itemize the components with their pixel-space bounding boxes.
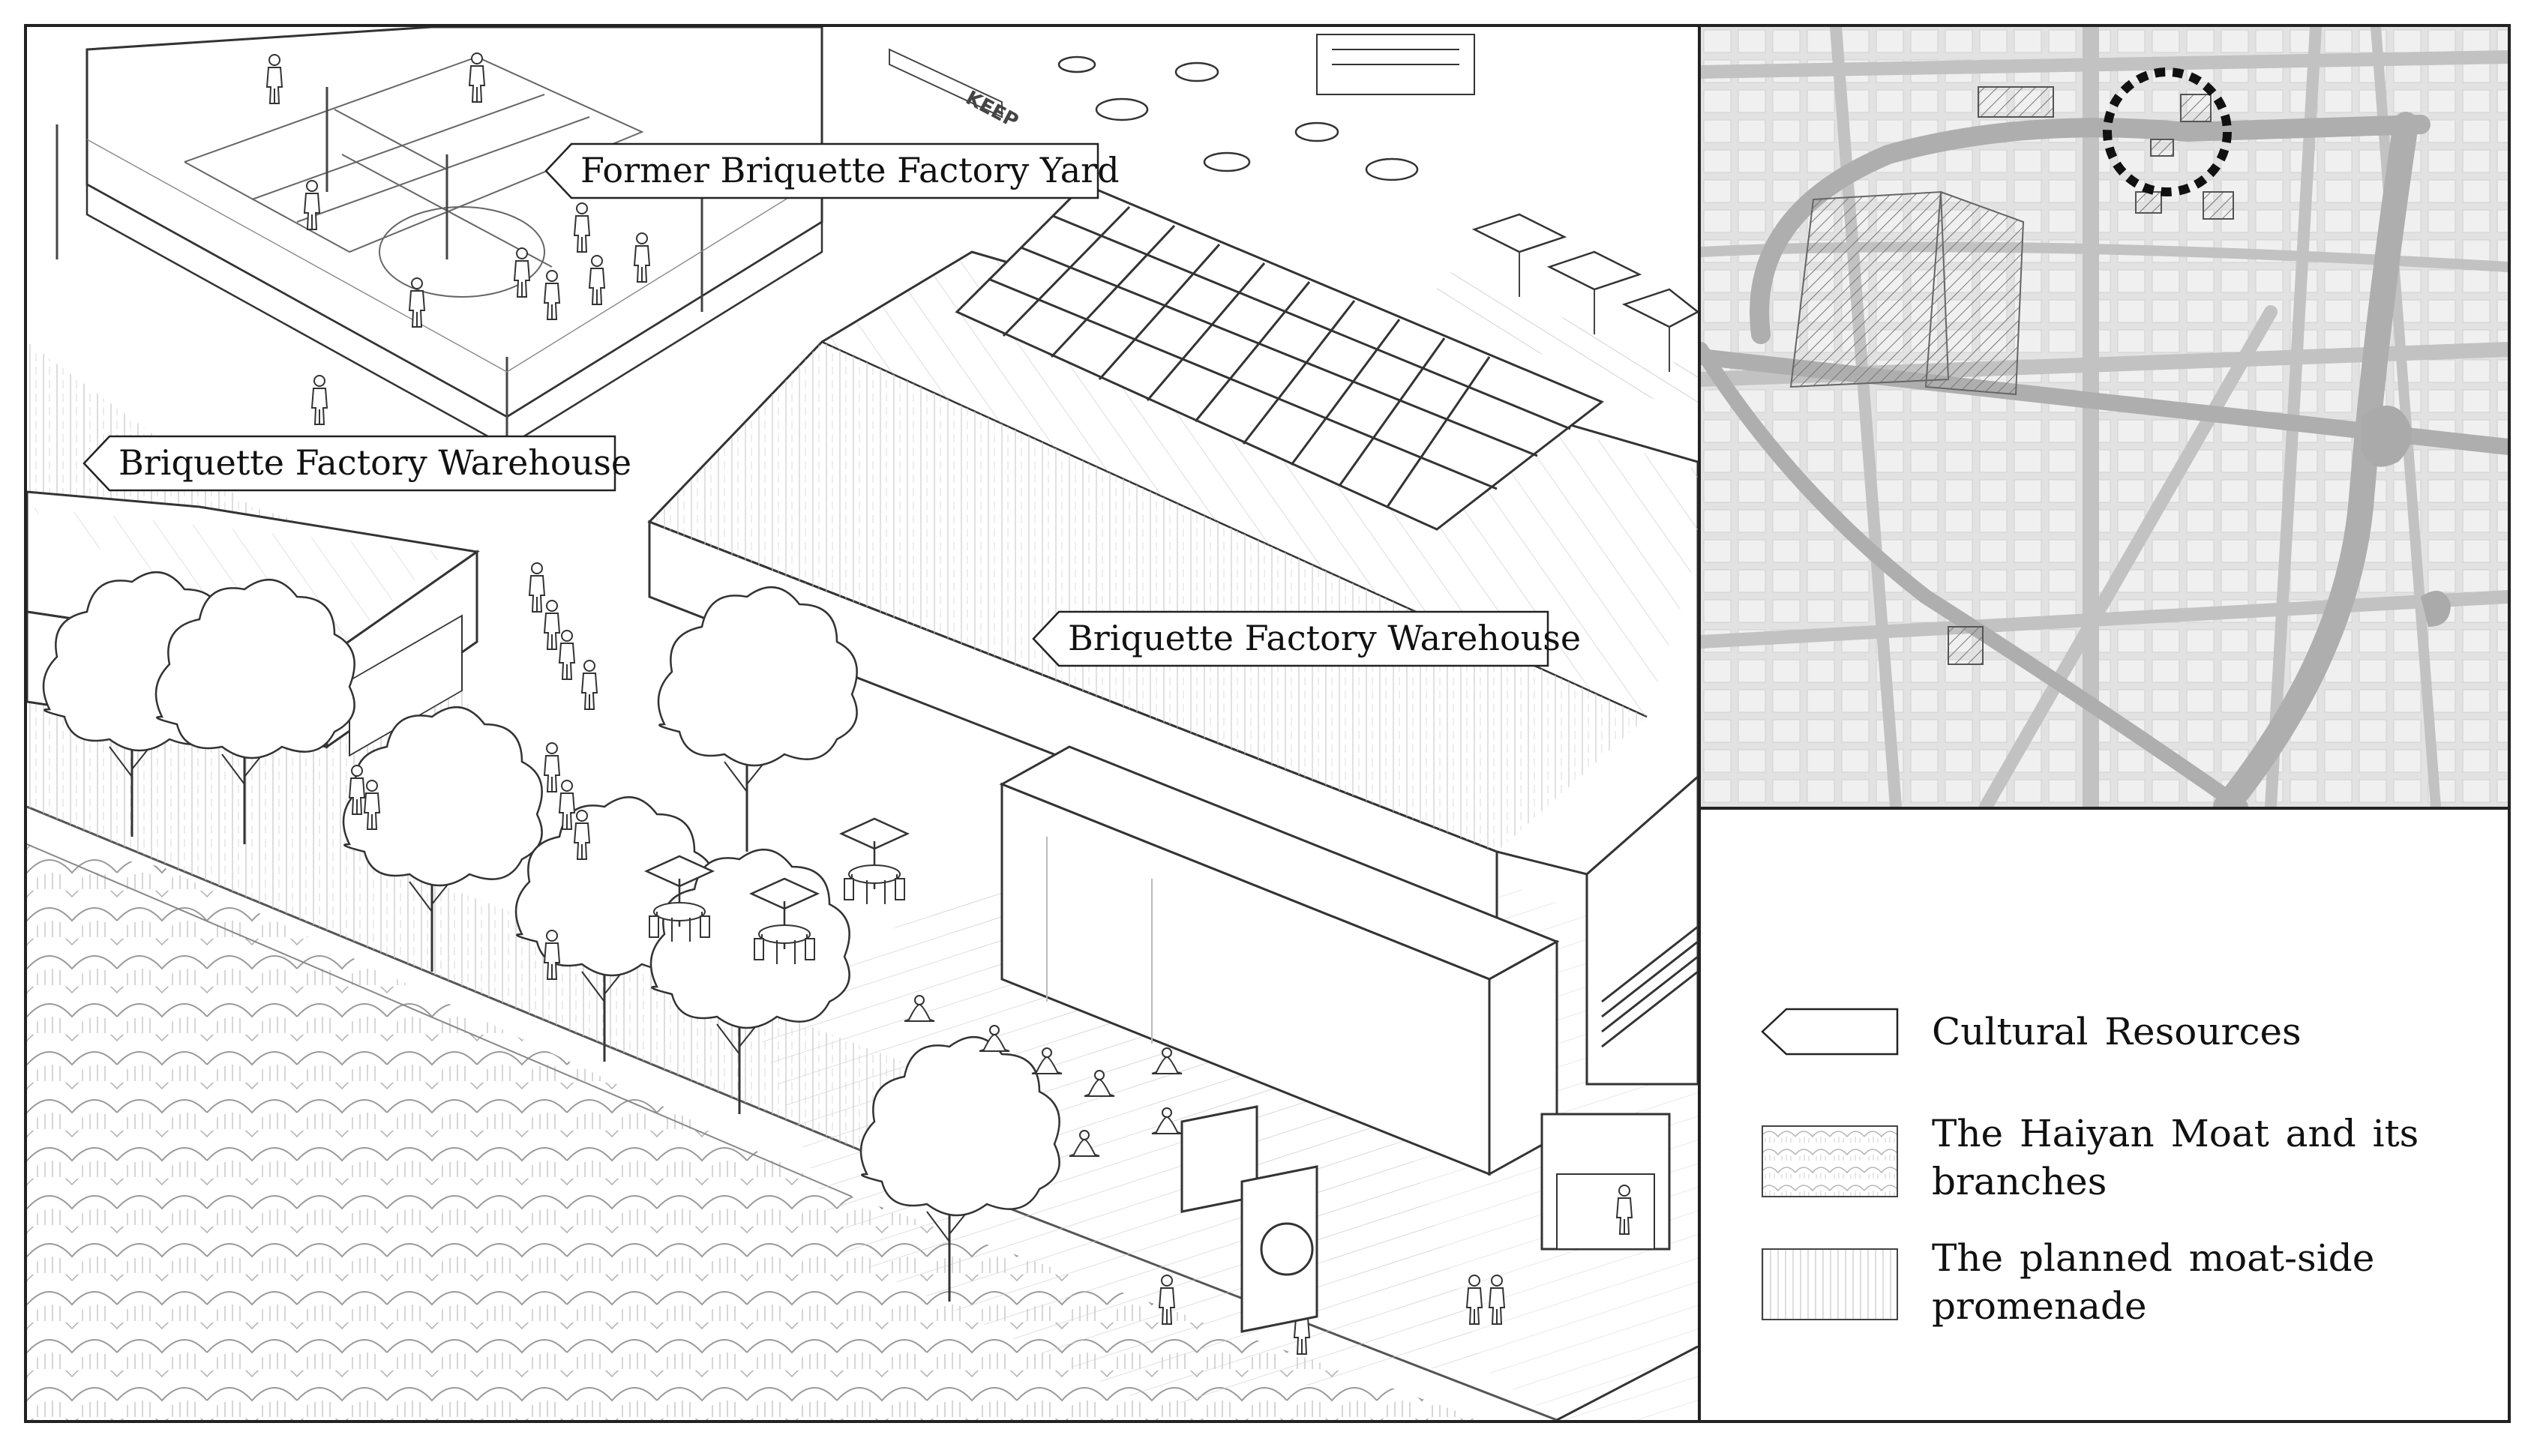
label-warehouse-left: Briquette Factory Warehouse: [82, 435, 631, 492]
axonometric-drawing: KEEP Former Briquette Factory Yard Briqu…: [27, 27, 1698, 1420]
panel-divider-horizontal: [1698, 807, 2508, 810]
label-warehouse-left-text: Briquette Factory Warehouse: [118, 442, 632, 483]
axonometric-svg: KEEP: [27, 27, 1698, 1420]
legend-item-cultural-resources: Cultural Resources: [1932, 1010, 2302, 1053]
legend: Cultural Resources The Haiyan Moat and i…: [1701, 810, 2508, 1420]
context-map-svg: [1701, 27, 2508, 807]
site-focus-circle: [2103, 67, 2232, 196]
legend-item-haiyan-moat: The Haiyan Moat and its branches: [1932, 1112, 2419, 1203]
label-former-yard: Former Briquette Factory Yard: [544, 142, 1120, 199]
context-map: [1701, 27, 2508, 807]
legend-symbol-wave-hatch: [1762, 1125, 1898, 1197]
label-warehouse-center-text: Briquette Factory Warehouse: [1068, 618, 1582, 658]
legend-symbol-vertical-hatch: [1762, 1248, 1898, 1320]
panel-divider-vertical: [1698, 27, 1701, 1420]
label-warehouse-center: Briquette Factory Warehouse: [1032, 610, 1581, 667]
legend-symbol-arrow-tag: [1761, 1008, 1899, 1056]
label-former-yard-text: Former Briquette Factory Yard: [580, 150, 1120, 190]
legend-item-promenade: The planned moat-side promenade: [1932, 1236, 2375, 1328]
